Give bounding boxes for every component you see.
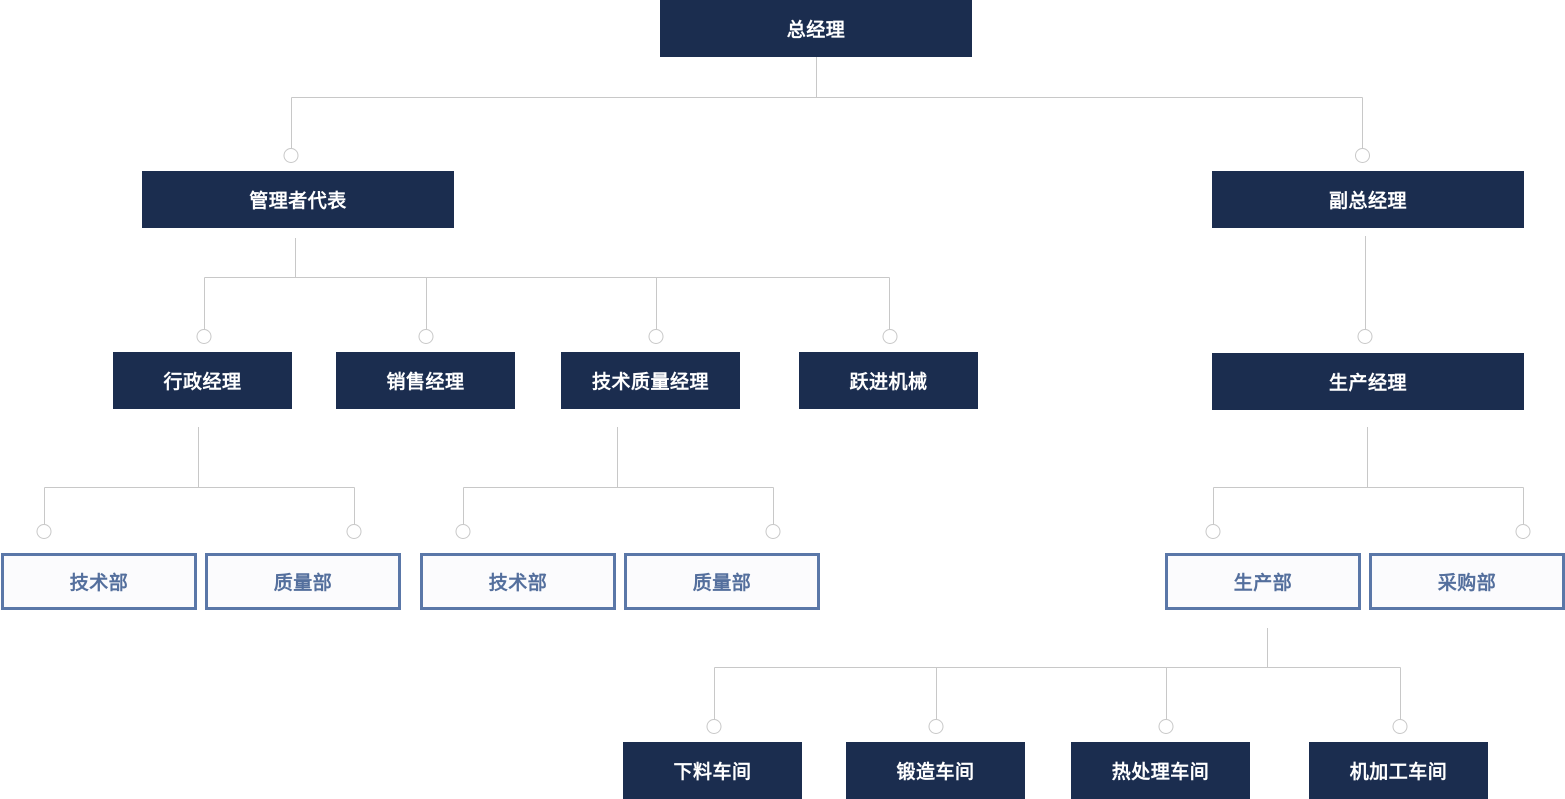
node-dot <box>346 524 362 539</box>
connector-production-manager <box>1213 427 1524 524</box>
node-tq-quality-dept: 质量部 <box>624 553 820 610</box>
node-machining-workshop: 机加工车间 <box>1309 742 1488 799</box>
node-admin-manager: 行政经理 <box>113 352 292 409</box>
node-dot <box>283 148 299 163</box>
node-dot <box>196 329 212 344</box>
node-dot <box>1205 524 1221 539</box>
node-sales-manager: 销售经理 <box>336 352 515 409</box>
node-dot <box>928 719 944 734</box>
connector-root <box>291 57 1363 148</box>
node-dot <box>706 719 722 734</box>
connector-admin-manager <box>44 427 355 524</box>
node-dot <box>36 524 52 539</box>
connector-mgmt-rep <box>204 238 890 329</box>
node-dot <box>1355 148 1370 163</box>
node-tq-tech-dept: 技术部 <box>420 553 616 610</box>
node-management-representative: 管理者代表 <box>142 171 454 228</box>
node-yuejin-machinery: 跃进机械 <box>799 352 978 409</box>
node-dot <box>648 329 664 344</box>
node-dot <box>882 329 898 344</box>
node-heat-treatment-workshop: 热处理车间 <box>1071 742 1250 799</box>
node-general-manager: 总经理 <box>660 0 972 57</box>
node-dot <box>1158 719 1174 734</box>
node-cutting-workshop: 下料车间 <box>623 742 802 799</box>
node-dot <box>1515 524 1531 539</box>
node-dot <box>418 329 434 344</box>
node-dot <box>1357 329 1373 344</box>
node-forging-workshop: 锻造车间 <box>846 742 1025 799</box>
connector-production-dept <box>714 628 1401 719</box>
node-dot <box>455 524 471 539</box>
node-purchasing-dept: 采购部 <box>1369 553 1565 610</box>
node-deputy-general-manager: 副总经理 <box>1212 171 1524 228</box>
node-admin-tech-dept: 技术部 <box>1 553 197 610</box>
node-dot <box>765 524 781 539</box>
node-production-dept: 生产部 <box>1165 553 1361 610</box>
node-admin-quality-dept: 质量部 <box>205 553 401 610</box>
node-dot <box>1392 719 1408 734</box>
node-production-manager: 生产经理 <box>1212 353 1524 410</box>
node-tech-quality-manager: 技术质量经理 <box>561 352 740 409</box>
connector-tq-manager <box>463 427 774 524</box>
